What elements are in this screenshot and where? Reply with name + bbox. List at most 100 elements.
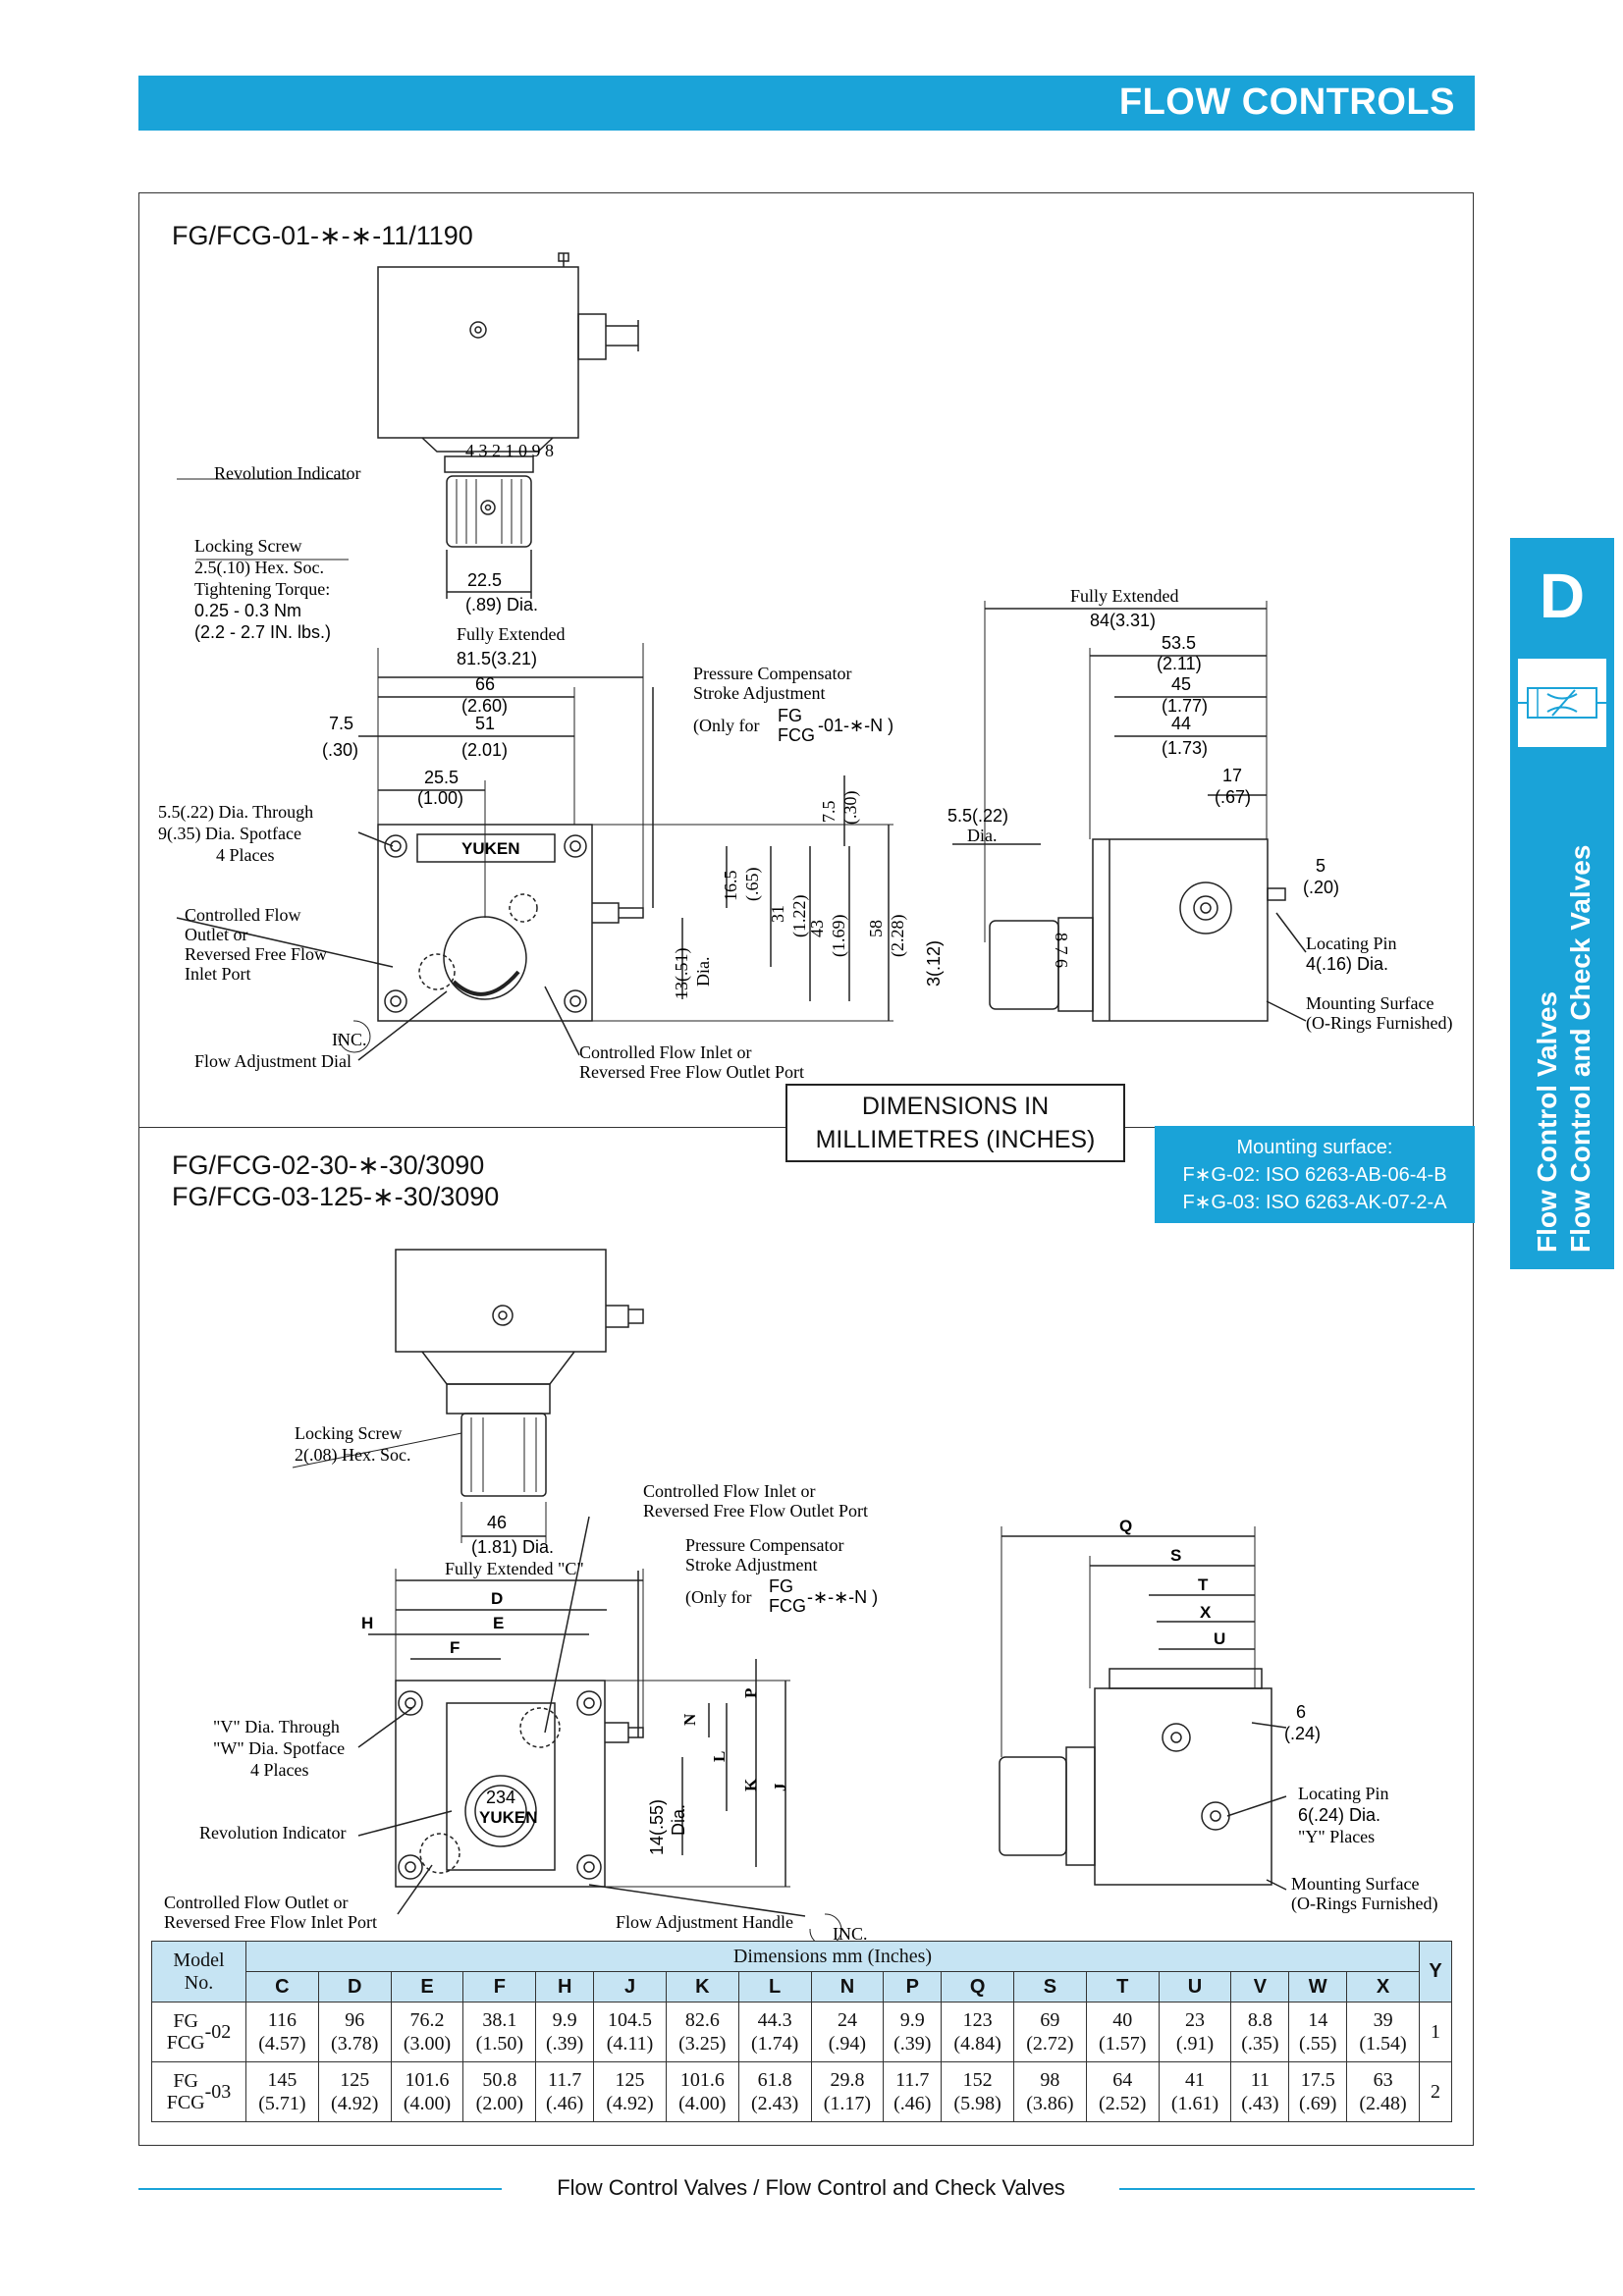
- table-cell: 39(1.54): [1346, 2002, 1420, 2062]
- header-bar: FLOW CONTROLS: [138, 76, 1475, 131]
- units-note-line-2: MILLIMETRES (INCHES): [815, 1126, 1096, 1153]
- column-header: P: [883, 1971, 943, 2002]
- column-header: N: [810, 1971, 885, 2002]
- mounting-line-1: F∗G-02: ISO 6263-AB-06-4-B: [1182, 1164, 1447, 1186]
- units-note: DIMENSIONS IN MILLIMETRES (INCHES): [785, 1084, 1125, 1162]
- table-cell: 24(.94): [810, 2002, 885, 2062]
- mounting-surface-2: Mounting Surface: [1291, 1874, 1419, 1894]
- dim-u-label: U: [1214, 1629, 1225, 1648]
- section-divider: [138, 1127, 1268, 1128]
- pc2-title: Pressure Compensator: [685, 1535, 843, 1555]
- dim-6-in: (.24): [1284, 1724, 1321, 1743]
- table-cell: 101.6(4.00): [665, 2061, 739, 2122]
- inlet2-line-2: Reversed Free Flow Outlet Port: [643, 1501, 868, 1521]
- knob-dia-mm: 22.5: [467, 570, 502, 590]
- dim-x-label: X: [1200, 1603, 1212, 1622]
- table-cell: 14(.55): [1288, 2002, 1348, 2062]
- dim-k-label: K: [741, 1778, 760, 1791]
- flow-control-valve-symbol-icon: [1518, 659, 1606, 747]
- dim-7-5-in: (.30): [322, 740, 358, 760]
- table-cell: 29.8(1.17): [810, 2061, 885, 2122]
- torque-nm-label: 0.25 - 0.3 Nm: [194, 601, 301, 620]
- table-cell: 17.5(.69): [1288, 2061, 1348, 2122]
- table-cell: 9.9(.39): [535, 2002, 595, 2062]
- column-header: J: [593, 1971, 667, 2002]
- dim-5-5: 5.5(.22): [947, 806, 1008, 826]
- section1-model-title: FG/FCG-01-∗-∗-11/1190: [172, 221, 473, 250]
- column-header: U: [1158, 1971, 1232, 2002]
- dim-7-5: 7.5: [329, 714, 353, 733]
- table-cell: 76.2(3.00): [390, 2002, 464, 2062]
- table-cell: 61.8(2.43): [737, 2061, 812, 2122]
- column-header: E: [390, 1971, 464, 2002]
- dim-5-in: (.20): [1303, 878, 1339, 897]
- dim-t-label: T: [1198, 1575, 1209, 1594]
- column-header: X: [1346, 1971, 1420, 2002]
- flow-handle-label: Flow Adjustment Handle: [616, 1912, 793, 1932]
- column-header: F: [462, 1971, 537, 2002]
- mounting-line-2: F∗G-03: ISO 6263-AK-07-2-A: [1182, 1192, 1447, 1213]
- table-cell: 41(1.61): [1158, 2061, 1232, 2122]
- dim-s-label: S: [1170, 1546, 1181, 1565]
- v-dim-31: 31: [768, 905, 787, 923]
- v-dim-14: 14(.55): [647, 1799, 667, 1855]
- dim-25-5-in: (1.00): [417, 788, 463, 808]
- table-cell: 11(.43): [1230, 2061, 1290, 2122]
- dim-44: 44: [1171, 714, 1191, 733]
- table-cell: 104.5(4.11): [593, 2002, 667, 2062]
- v-dim-16-5: 16.5: [721, 871, 740, 902]
- valve1-side-body: [1092, 838, 1269, 1022]
- table-cell: 11.7(.46): [883, 2061, 943, 2122]
- inlet-line-1: Controlled Flow Inlet or: [579, 1042, 751, 1062]
- valve2-knob: [460, 1413, 547, 1497]
- locating-pin-2-dia: 6(.24) Dia.: [1298, 1805, 1380, 1825]
- table-cell: 64(2.52): [1085, 2061, 1160, 2122]
- only-for-code: -01-∗-N ): [818, 716, 893, 735]
- table-cell: 63(2.48): [1346, 2061, 1420, 2122]
- dim-e-label: E: [493, 1614, 504, 1632]
- dim-l-label: L: [710, 1751, 729, 1762]
- table-cell: 96(3.78): [317, 2002, 392, 2062]
- dim-17: 17: [1222, 766, 1242, 785]
- table-cell: 38.1(1.50): [462, 2002, 537, 2062]
- footer-rule-right: [1119, 2188, 1475, 2190]
- table-cell: 123(4.84): [941, 2002, 1014, 2062]
- table-cell: 8.8(.35): [1230, 2002, 1290, 2062]
- indicator-value: 234: [486, 1788, 515, 1807]
- v-dim-13-dia: Dia.: [693, 957, 713, 988]
- table-cell: 101.6(4.00): [390, 2061, 464, 2122]
- fully-extended-c: Fully Extended "C": [445, 1559, 584, 1578]
- y-header: Y: [1419, 1941, 1452, 2002]
- holes-line-1: 5.5(.22) Dia. Through: [158, 802, 313, 823]
- flow-dial-label: Flow Adjustment Dial: [194, 1051, 352, 1071]
- side-dial-digits: 8 7 6: [1052, 933, 1071, 968]
- valve1-top-body: [377, 266, 579, 439]
- section2-model-title-2: FG/FCG-03-125-∗-30/3090: [172, 1182, 500, 1211]
- v-dim-13: 13(.51): [672, 948, 692, 1000]
- outlet2-line-1: Controlled Flow Outlet or: [164, 1893, 349, 1912]
- table-cell: 116(4.57): [245, 2002, 319, 2062]
- table-cell: 50.8(2.00): [462, 2061, 537, 2122]
- tightening-torque-label: Tightening Torque:: [194, 579, 330, 599]
- valve2-top-body: [395, 1249, 607, 1353]
- stroke-adjustment-label: Stroke Adjustment: [693, 683, 826, 703]
- dim-f-label: F: [450, 1638, 460, 1657]
- pc2-fg: FG: [769, 1576, 793, 1596]
- places-label: 4 Places: [250, 1760, 308, 1780]
- valve2-side-body: [1094, 1687, 1272, 1886]
- locking-hex-label: 2.5(.10) Hex. Soc.: [194, 558, 324, 578]
- v-dim-43-in: (1.69): [829, 915, 849, 958]
- dim-j-label: J: [771, 1783, 789, 1791]
- v-dim-58: 58: [866, 920, 886, 937]
- table-cell: 23(.91): [1158, 2002, 1232, 2062]
- v-dim-14-dia: Dia.: [669, 1804, 688, 1836]
- outlet-line-4: Inlet Port: [185, 964, 251, 984]
- table-cell: 11.7(.46): [535, 2061, 595, 2122]
- footer-text: Flow Control Valves / Flow Control and C…: [557, 2175, 1065, 2200]
- column-header: V: [1230, 1971, 1290, 2002]
- v-dim-3: 3(.12): [924, 940, 944, 987]
- locating-pin-2: Locating Pin: [1298, 1784, 1389, 1803]
